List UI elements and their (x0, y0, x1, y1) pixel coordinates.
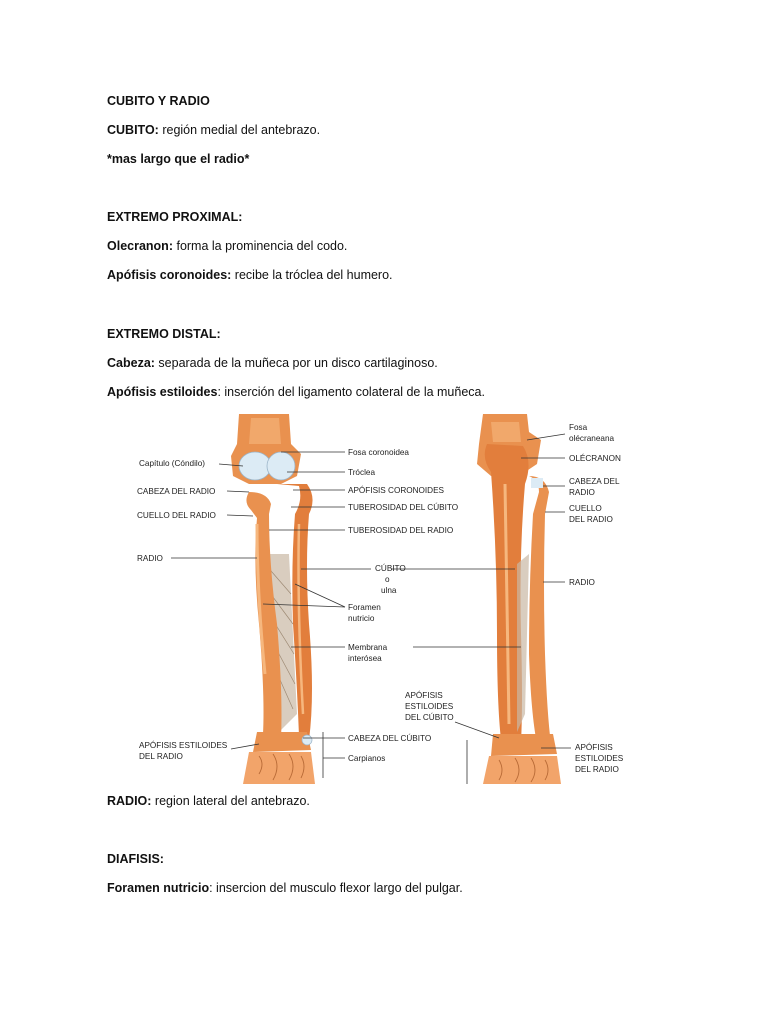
radio-text: region lateral del antebrazo. (151, 794, 310, 808)
cabeza-term: Cabeza: (107, 356, 155, 370)
distal-heading: EXTREMO DISTAL: (107, 327, 221, 341)
cubito-text: región medial del antebrazo. (158, 123, 321, 137)
humerus-highlight (249, 418, 281, 444)
radius-highlight (255, 523, 267, 675)
label-cabeza-radio-r2: RADIO (569, 488, 595, 497)
foramen-definition: Foramen nutricio: insercion del musculo … (107, 880, 463, 896)
cabeza-text: separada de la muñeca por un disco carti… (154, 356, 438, 370)
anterior-view (231, 414, 315, 784)
posterior-view (477, 414, 561, 784)
label-estiloides-cubito-3: DEL CÚBITO (405, 712, 454, 722)
membrane-fibers (264, 563, 296, 710)
cubito-definition: CUBITO: región medial del antebrazo. (107, 122, 320, 138)
label-troclea: Tróclea (348, 468, 375, 477)
label-fosa-2: olécraneana (569, 434, 615, 443)
ulna-posterior-highlight (503, 483, 511, 725)
label-cabeza-radio-r1: CABEZA DEL (569, 477, 620, 486)
forearm-illustration: Capítulo (Cóndilo) CABEZA DEL RADIO CUEL… (137, 414, 624, 784)
foramen-term: Foramen nutricio (107, 881, 210, 895)
label-cuello-radio: CUELLO DEL RADIO (137, 511, 216, 520)
label-apofisis-coronoides: APÓFISIS CORONOIDES (348, 485, 445, 495)
label-cubito: CÚBITO (375, 563, 406, 573)
foramen-text: : insercion del musculo flexor largo del… (209, 881, 463, 895)
olecranon-text: forma la prominencia del codo. (173, 239, 348, 253)
coronoides-definition: Apófisis coronoides: recibe la tróclea d… (107, 267, 393, 283)
forearm-bones-figure: Capítulo (Cóndilo) CABEZA DEL RADIO CUEL… (131, 414, 629, 784)
label-cuello-radio-r2: DEL RADIO (569, 515, 613, 524)
label-tuberosidad-cubito: TUBEROSIDAD DEL CÚBITO (348, 502, 458, 512)
estiloides-text: : inserción del ligamento colateral de l… (217, 385, 485, 399)
distal-radius-ulna (253, 732, 311, 752)
cabeza-definition: Cabeza: separada de la muñeca por un dis… (107, 355, 438, 371)
cubito-note: *mas largo que el radio* (107, 152, 250, 166)
label-estiloides-radio-r2: ESTILOIDES (575, 754, 624, 763)
diafisis-heading: DIAFISIS: (107, 852, 164, 866)
label-ulna: ulna (381, 586, 397, 595)
coronoides-text: recibe la tróclea del humero. (231, 268, 393, 282)
label-olecranon: OLÉCRANON (569, 453, 621, 463)
radio-definition: RADIO: region lateral del antebrazo. (107, 793, 310, 809)
radius-head-cartilage-posterior (531, 478, 543, 488)
olecranon-term: Olecranon: (107, 239, 173, 253)
label-o: o (385, 575, 390, 584)
interosseous-membrane-posterior (517, 554, 529, 732)
label-foramen-1: Foramen (348, 603, 381, 612)
label-capitulo: Capítulo (Cóndilo) (139, 459, 205, 468)
doc-title: CUBITO Y RADIO (107, 94, 210, 108)
radius-bone-posterior (529, 476, 551, 744)
label-radio-left: RADIO (137, 554, 163, 563)
estiloides-definition: Apófisis estiloides: inserción del ligam… (107, 384, 485, 400)
trochlea-cartilage (266, 451, 296, 481)
carpal-bones-posterior (483, 756, 561, 784)
label-estiloides-radio-r3: DEL RADIO (575, 765, 619, 774)
label-tuberosidad-radio: TUBEROSIDAD DEL RADIO (348, 526, 453, 535)
label-membrana-1: Membrana (348, 643, 388, 652)
proximal-heading: EXTREMO PROXIMAL: (107, 210, 243, 224)
label-estiloides-radio-1: APÓFISIS ESTILOIDES (139, 740, 228, 750)
ulna-highlight (297, 523, 305, 715)
label-foramen-2: nutricio (348, 614, 375, 623)
ulna-head-cartilage (301, 734, 313, 746)
leader-lines (171, 433, 571, 784)
olecranon-definition: Olecranon: forma la prominencia del codo… (107, 238, 347, 254)
label-carpianos: Carpianos (348, 754, 385, 763)
label-fosa-coronoidea: Fosa coronoidea (348, 448, 409, 457)
distal-posterior (491, 734, 557, 756)
ulna-bone-anterior (277, 484, 313, 740)
label-cabeza-cubito: CABEZA DEL CÚBITO (348, 733, 431, 743)
label-fosa-1: Fosa (569, 423, 588, 432)
estiloides-term: Apófisis estiloides (107, 385, 218, 399)
humerus-posterior-highlight (491, 422, 521, 442)
capitulum-cartilage (238, 451, 272, 481)
label-estiloides-radio-2: DEL RADIO (139, 752, 183, 761)
cubito-term: CUBITO: (107, 123, 159, 137)
label-estiloides-cubito-1: APÓFISIS (405, 690, 443, 700)
label-radio-right: RADIO (569, 578, 595, 587)
coronoides-term: Apófisis coronoides: (107, 268, 232, 282)
label-estiloides-cubito-2: ESTILOIDES (405, 702, 454, 711)
carpal-outlines-posterior (498, 757, 549, 783)
carpal-outlines (258, 753, 305, 781)
radio-term: RADIO: (107, 794, 152, 808)
label-estiloides-radio-r1: APÓFISIS (575, 742, 613, 752)
label-cabeza-radio: CABEZA DEL RADIO (137, 487, 215, 496)
label-membrana-2: interósea (348, 654, 382, 663)
radius-bone-anterior (246, 492, 282, 740)
label-cuello-radio-r1: CUELLO (569, 504, 602, 513)
